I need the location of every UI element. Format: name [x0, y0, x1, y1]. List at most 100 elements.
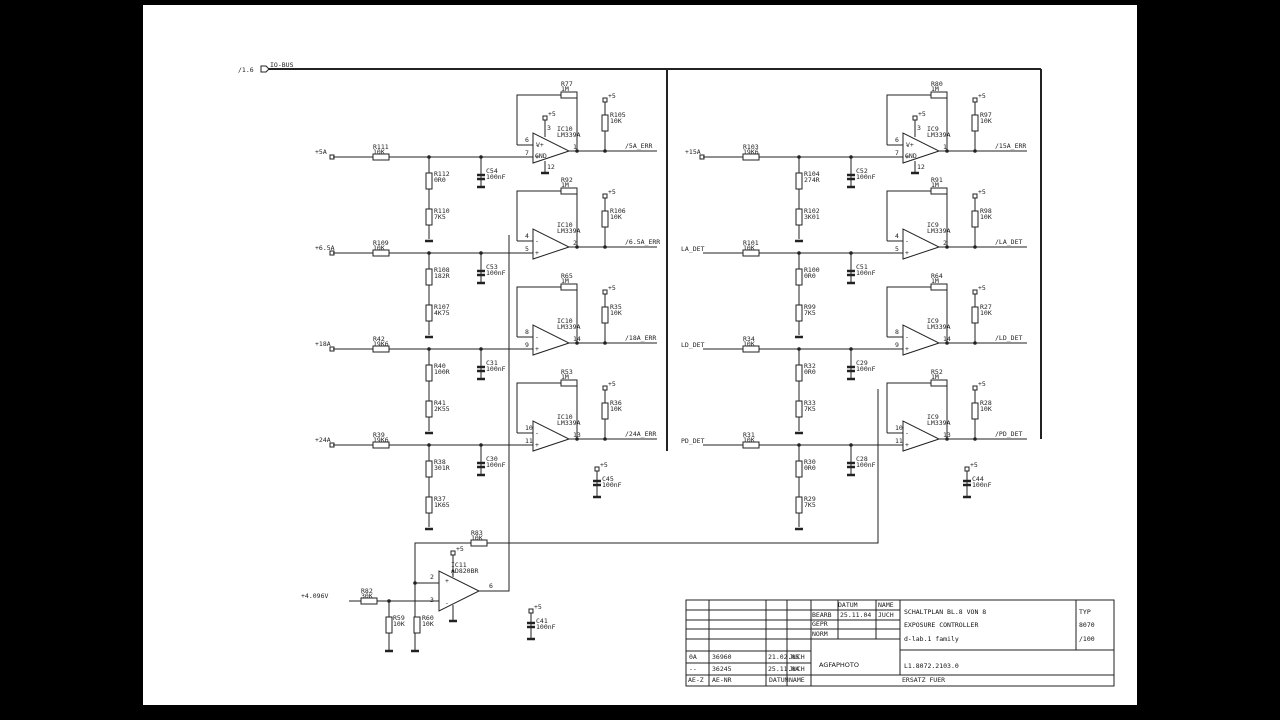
- resistor-ref: R97: [980, 111, 992, 119]
- pullup-resistor: [601, 114, 609, 132]
- pin-sign: +: [905, 441, 909, 449]
- power-flag: [602, 97, 608, 103]
- feedback-wire: [516, 94, 578, 151]
- pin-number: 11: [525, 437, 533, 445]
- resistor-value: 1K65: [434, 501, 450, 509]
- cap-ref: C54: [486, 167, 498, 175]
- pin-sign: +: [535, 249, 539, 257]
- resistor-ref: R109: [373, 239, 389, 247]
- power-flag: [542, 115, 548, 121]
- comparator: [532, 228, 571, 260]
- resistor-value: 19K6: [373, 340, 389, 348]
- ic-ref: IC9: [927, 413, 939, 421]
- feedback-wire: [516, 190, 578, 247]
- resistor-ref: R53: [561, 368, 573, 376]
- resistor-value: 19K6: [373, 436, 389, 444]
- tb-date: 25.11.04: [840, 611, 871, 619]
- company-name: AGFAPHOTO: [819, 661, 859, 669]
- ersatz-label: ERSATZ FUER: [902, 676, 945, 684]
- resistor-value: 1M: [931, 373, 939, 381]
- power-flag: [594, 466, 600, 472]
- cap-value: 100nF: [602, 481, 622, 489]
- rev-header: DATUM: [769, 676, 789, 684]
- rev-nr: 36245: [712, 665, 732, 673]
- resistor-value: 0R0: [804, 272, 816, 280]
- resistor-value: 10K: [743, 436, 755, 444]
- divider-resistor-bottom: [795, 208, 803, 226]
- resistor-ref: R32: [804, 362, 816, 370]
- power-flag: [602, 193, 608, 199]
- pin-sign: +: [445, 577, 449, 585]
- cap-value: 100nF: [972, 481, 992, 489]
- pin-number: 4: [525, 232, 529, 240]
- rev-z: 0A: [689, 653, 697, 661]
- resistor-ref: R98: [980, 207, 992, 215]
- output-net-label: /PD_DET: [995, 430, 1022, 438]
- resistor-ref: R107: [434, 303, 450, 311]
- pin-number: 3: [917, 124, 921, 132]
- resistor-value: 10K: [610, 309, 622, 317]
- pin-number: 7: [895, 149, 899, 157]
- pin-sign: -: [535, 333, 539, 341]
- rev-header: NAME: [789, 676, 805, 684]
- typ-suffix: /100: [1079, 635, 1095, 643]
- divider-resistor-top: [425, 364, 433, 382]
- resistor-value: 301R: [434, 464, 450, 472]
- title-line-3: d-lab.1 family: [904, 635, 959, 643]
- rev-header: AE-Z: [688, 676, 704, 684]
- pin-number: 1: [573, 143, 577, 151]
- cap-value: 100nF: [486, 365, 506, 373]
- resistor-value: 7K5: [804, 309, 816, 317]
- feedback-resistor: [560, 283, 578, 291]
- output-net-label: /LD_DET: [995, 334, 1022, 342]
- pin-number: 5: [525, 245, 529, 253]
- pin-number: 1: [943, 143, 947, 151]
- resistor-value: 274R: [804, 176, 820, 184]
- resistor-value: 10K: [980, 405, 992, 413]
- resistor-value: 1M: [931, 85, 939, 93]
- divider-resistor-top: [795, 172, 803, 190]
- feedback-resistor: [560, 187, 578, 195]
- pin-number: 12: [917, 163, 925, 171]
- pin-sign: -: [905, 333, 909, 341]
- resistor-ref: R37: [434, 495, 446, 503]
- tb-label: GEPR: [812, 620, 828, 628]
- cap-value: 100nF: [856, 173, 876, 181]
- power-label: +5: [978, 188, 986, 196]
- cap-value: 100nF: [486, 461, 506, 469]
- tb-header: NAME: [878, 601, 894, 609]
- resistor-ref: R64: [931, 272, 943, 280]
- comparator: [902, 420, 941, 452]
- input-resistor: [372, 153, 390, 161]
- resistor-value: 10K: [743, 244, 755, 252]
- divider-resistor-bottom: [795, 400, 803, 418]
- ic-part: LM339A: [557, 419, 581, 427]
- input-label: +24A: [315, 436, 331, 444]
- resistor-value: 10K: [393, 620, 405, 628]
- resistor-value: 10K: [610, 213, 622, 221]
- pin-number: 11: [895, 437, 903, 445]
- ic-part: LM339A: [557, 227, 581, 235]
- feedback-wire: [886, 286, 948, 343]
- schematic-drawing: /1.6IO-BUS+5AR11110KR1120R0R1107K5C54100…: [238, 61, 1115, 687]
- bus-name: IO-BUS: [270, 61, 294, 69]
- power-flag: [602, 385, 608, 391]
- resistor-ref: R108: [434, 266, 450, 274]
- resistor-ref: R29: [804, 495, 816, 503]
- power-flag: [972, 193, 978, 199]
- pin-number: 3: [430, 596, 434, 604]
- input-label: LA_DET: [681, 245, 705, 253]
- feedback-wire: [886, 94, 948, 151]
- input-label: +4.096V: [301, 592, 328, 600]
- input-resistor: [372, 249, 390, 257]
- ic-part: LM339A: [557, 323, 581, 331]
- cap-value: 100nF: [856, 461, 876, 469]
- ic-ref: IC10: [557, 221, 573, 229]
- output-net-label: /15A_ERR: [995, 142, 1026, 150]
- resistor-value: 0R0: [804, 464, 816, 472]
- power-label: +5: [608, 92, 616, 100]
- power-flag: [450, 550, 456, 556]
- resistor-ref: R30: [804, 458, 816, 466]
- comparator: [902, 132, 941, 164]
- resistor-ref: R101: [743, 239, 759, 247]
